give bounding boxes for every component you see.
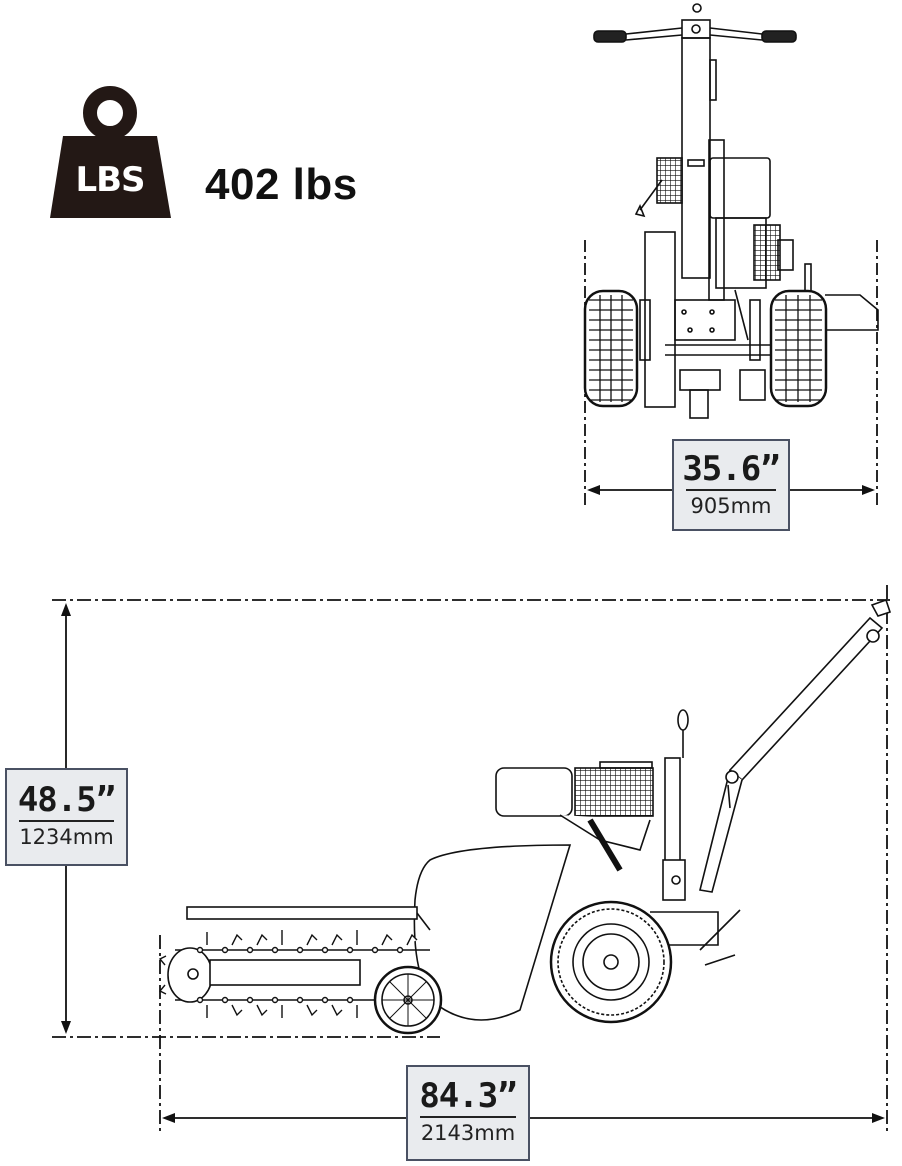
divider: [686, 489, 776, 491]
height-dimension-label: 48.5” 1234mm: [5, 768, 128, 866]
width-inch: 35.6”: [682, 449, 780, 489]
height-mm: 1234mm: [19, 825, 114, 849]
height-inch: 48.5”: [17, 780, 116, 820]
divider: [420, 1116, 516, 1118]
weight-value: 402 lbs: [205, 160, 358, 209]
length-mm: 2143mm: [420, 1121, 516, 1145]
width-mm: 905mm: [690, 494, 772, 518]
length-inch: 84.3”: [419, 1076, 517, 1116]
weight-icon-label: LBS: [75, 160, 145, 200]
divider: [19, 820, 114, 822]
length-dimension-label: 84.3” 2143mm: [406, 1065, 530, 1161]
width-dimension-label: 35.6” 905mm: [672, 439, 790, 531]
